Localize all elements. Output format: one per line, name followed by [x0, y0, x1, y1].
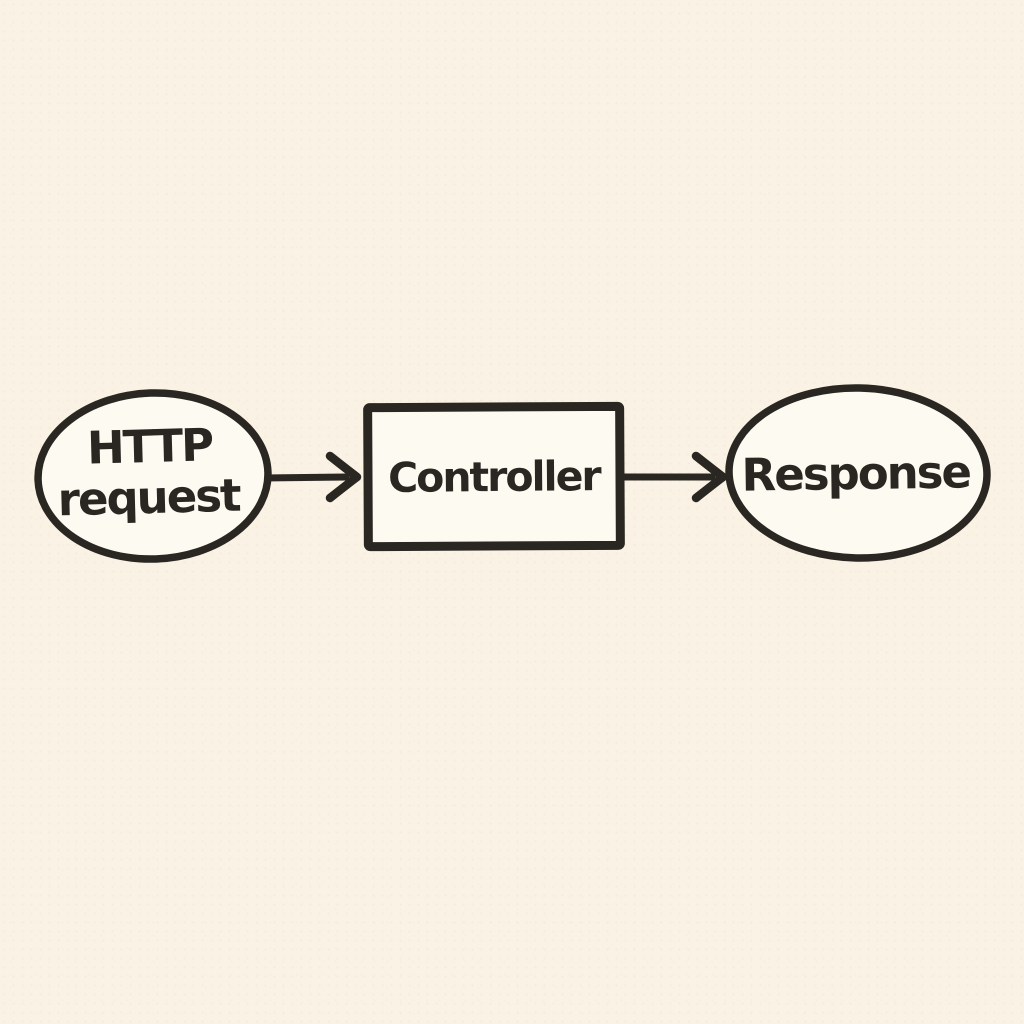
edge-request-to-controller — [259, 451, 362, 503]
node-http-request: HTTP request — [34, 389, 272, 563]
node-controller: Controller — [363, 401, 625, 552]
node-http-request-label-line2: request — [57, 469, 242, 527]
node-controller-label: Controller — [388, 452, 603, 502]
node-response-shape — [725, 384, 991, 562]
edge-controller-to-response — [620, 451, 728, 503]
arrowhead-icon — [325, 451, 362, 503]
node-http-request-shape — [34, 389, 272, 563]
node-controller-shape — [363, 401, 625, 552]
node-response: Response — [725, 384, 991, 562]
edge-request-to-controller-line — [259, 473, 350, 482]
node-response-label: Response — [741, 445, 971, 501]
arrowhead-icon — [691, 451, 728, 503]
node-http-request-label-line1: HTTP — [86, 418, 213, 474]
